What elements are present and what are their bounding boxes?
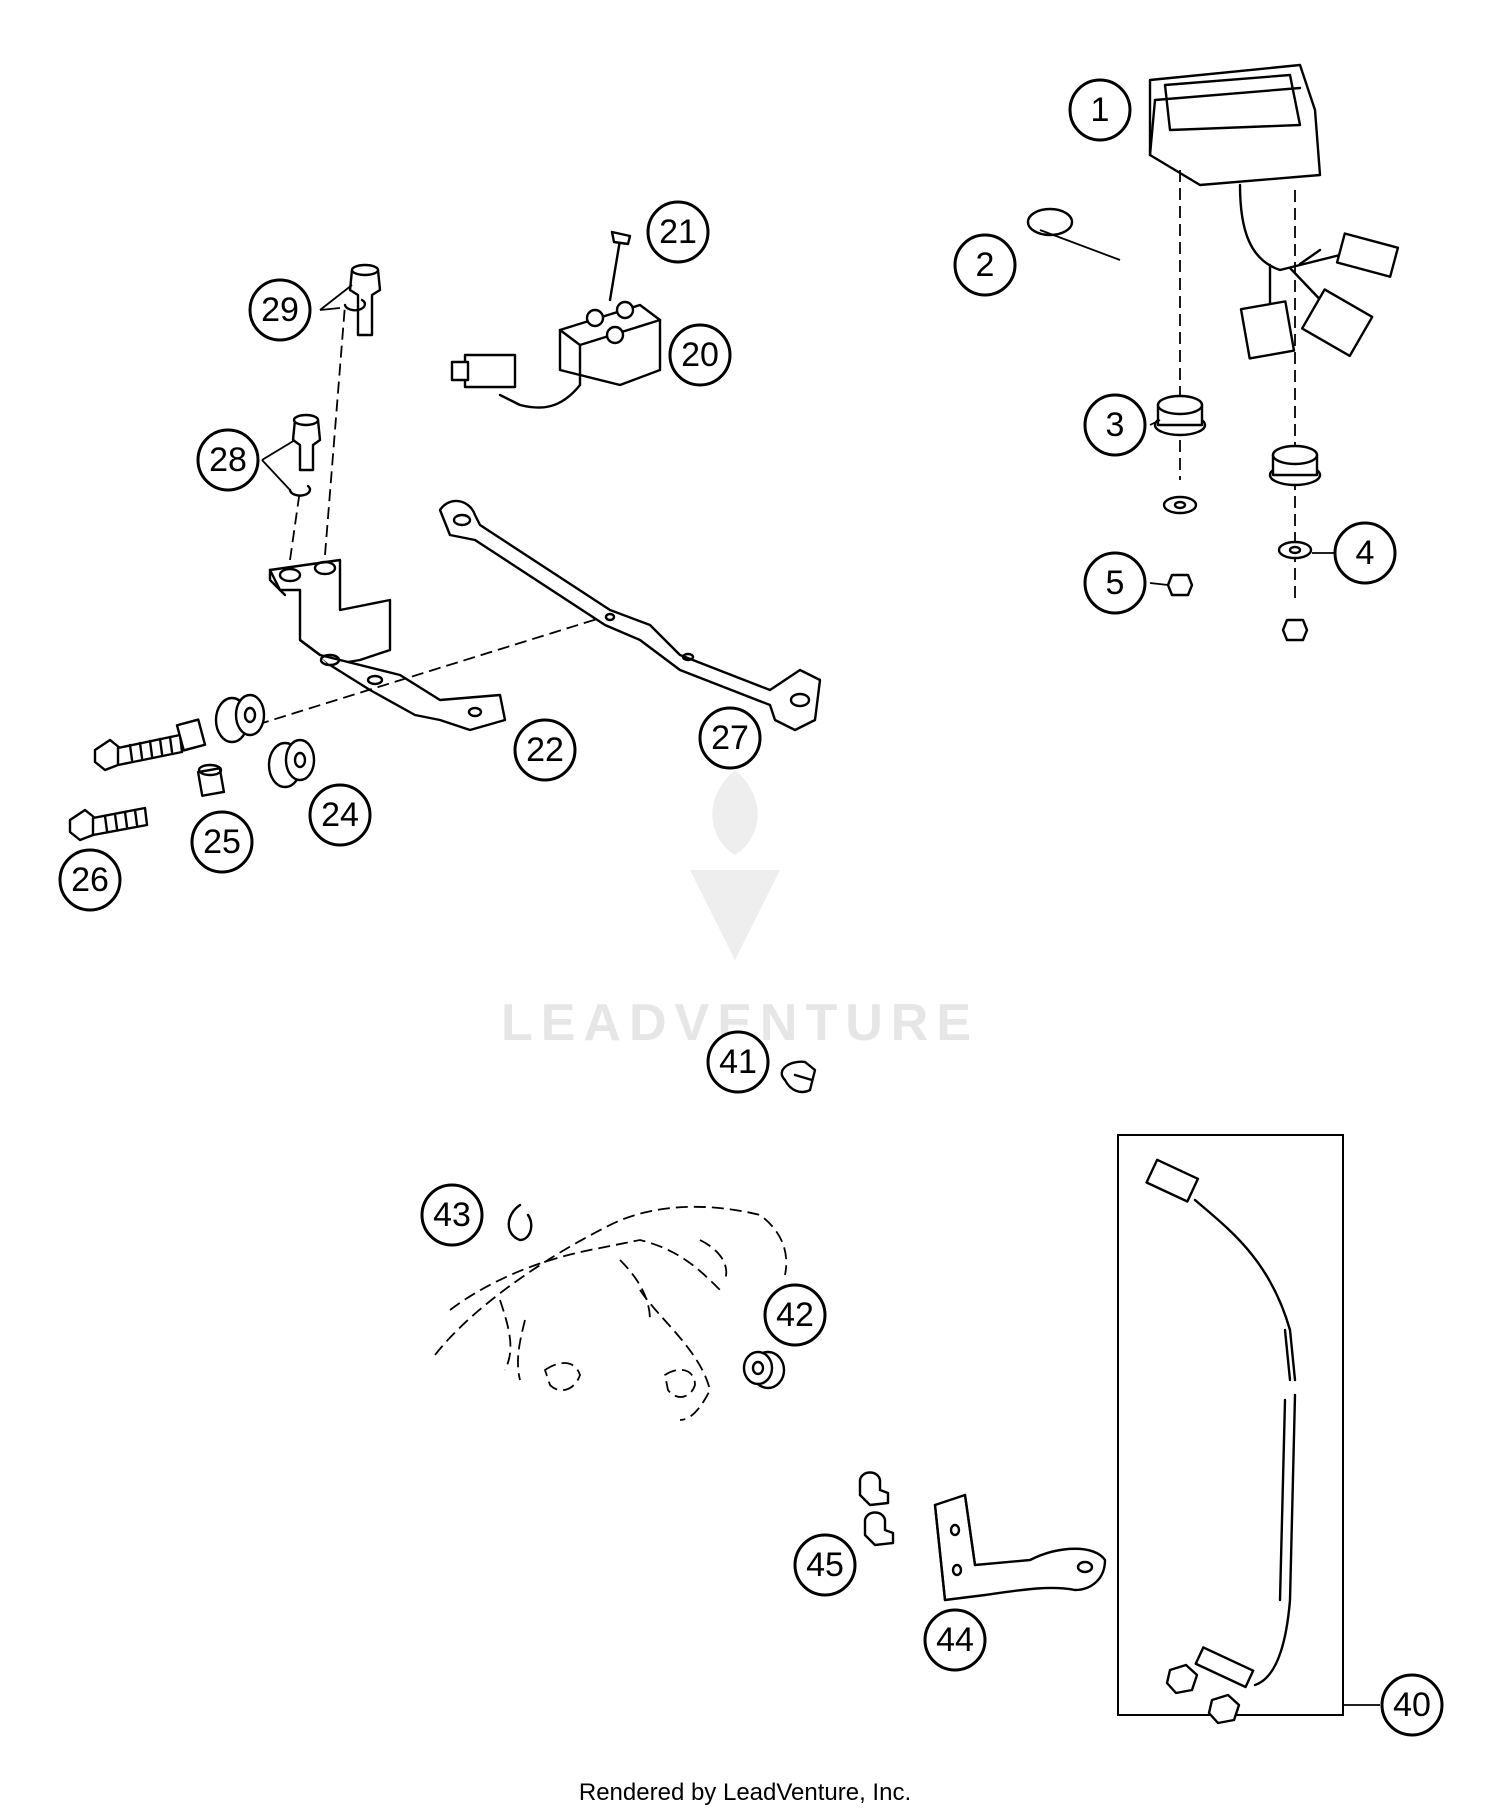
part-sensor-nut[interactable]	[1165, 1663, 1241, 1725]
callout-25: 25	[190, 810, 254, 874]
svg-text:24: 24	[321, 796, 359, 834]
svg-text:20: 20	[681, 336, 719, 374]
part-switch-unit[interactable]	[450, 300, 662, 409]
svg-text:27: 27	[711, 719, 749, 757]
part-cap[interactable]	[1026, 207, 1074, 237]
callout-24: 24	[308, 783, 372, 847]
callout-1: 1	[1068, 78, 1132, 142]
callout-28: 28	[196, 428, 260, 492]
part-speed-sensor-cable[interactable]	[1145, 1158, 1297, 1689]
svg-text:41: 41	[719, 1043, 757, 1081]
part-display-unit[interactable]	[1148, 63, 1400, 360]
part-cable-clip[interactable]	[780, 1060, 817, 1094]
part-screw[interactable]	[608, 230, 632, 302]
svg-text:44: 44	[936, 1621, 974, 1659]
part-circlip[interactable]	[507, 1203, 533, 1242]
svg-text:2: 2	[976, 246, 995, 284]
part-pin-upper[interactable]	[343, 263, 382, 337]
svg-text:3: 3	[1106, 406, 1125, 444]
svg-text:28: 28	[209, 441, 247, 479]
svg-text:42: 42	[776, 1296, 814, 1334]
part-grommet[interactable]	[1153, 394, 1322, 487]
leader-lines	[261, 229, 1380, 1706]
callout-2: 2	[953, 233, 1017, 297]
part-nut[interactable]	[1166, 573, 1309, 642]
part-frame-bushing[interactable]	[742, 1350, 786, 1390]
svg-text:25: 25	[203, 823, 241, 861]
callout-45: 45	[793, 1533, 857, 1597]
callout-22: 22	[513, 718, 577, 782]
part-sleeve[interactable]	[175, 718, 226, 797]
footer-credit: Rendered by LeadVenture, Inc.	[579, 1779, 911, 1806]
callout-40: 40	[1380, 1673, 1444, 1737]
callout-20: 20	[668, 323, 732, 387]
watermark: LEADVENTURE	[501, 770, 971, 1052]
svg-text:5: 5	[1106, 564, 1125, 602]
callout-29: 29	[248, 278, 312, 342]
svg-text:29: 29	[261, 291, 299, 329]
callout-26: 26	[58, 848, 122, 912]
svg-text:22: 22	[526, 731, 564, 769]
callout-41: 41	[706, 1030, 770, 1094]
callout-4: 4	[1333, 521, 1397, 585]
callout-44: 44	[923, 1608, 987, 1672]
callout-42: 42	[763, 1283, 827, 1347]
part-mounting-bar[interactable]	[438, 499, 822, 732]
svg-text:26: 26	[71, 861, 109, 899]
part-sensor-bracket[interactable]	[933, 1493, 1107, 1602]
kit-border	[1117, 1134, 1344, 1716]
part-bracket-screw[interactable]	[858, 1471, 895, 1547]
callout-21: 21	[646, 200, 710, 264]
svg-text:43: 43	[433, 1196, 471, 1234]
callout-5: 5	[1083, 551, 1147, 615]
watermark-logo-icon	[690, 770, 780, 960]
svg-text:4: 4	[1356, 534, 1375, 572]
svg-text:21: 21	[659, 213, 697, 251]
part-rubber-bushing[interactable]	[214, 693, 316, 789]
svg-text:40: 40	[1393, 1686, 1431, 1724]
part-pin-lower[interactable]	[288, 413, 322, 497]
callout-43: 43	[420, 1183, 484, 1247]
part-washer[interactable]	[1162, 495, 1313, 560]
frame-outline	[434, 1205, 788, 1421]
callout-3: 3	[1083, 393, 1147, 457]
svg-text:1: 1	[1091, 91, 1110, 129]
part-bolt[interactable]	[68, 733, 184, 842]
part-bracket[interactable]	[268, 558, 507, 732]
svg-text:45: 45	[806, 1546, 844, 1584]
callout-27: 27	[698, 706, 762, 770]
